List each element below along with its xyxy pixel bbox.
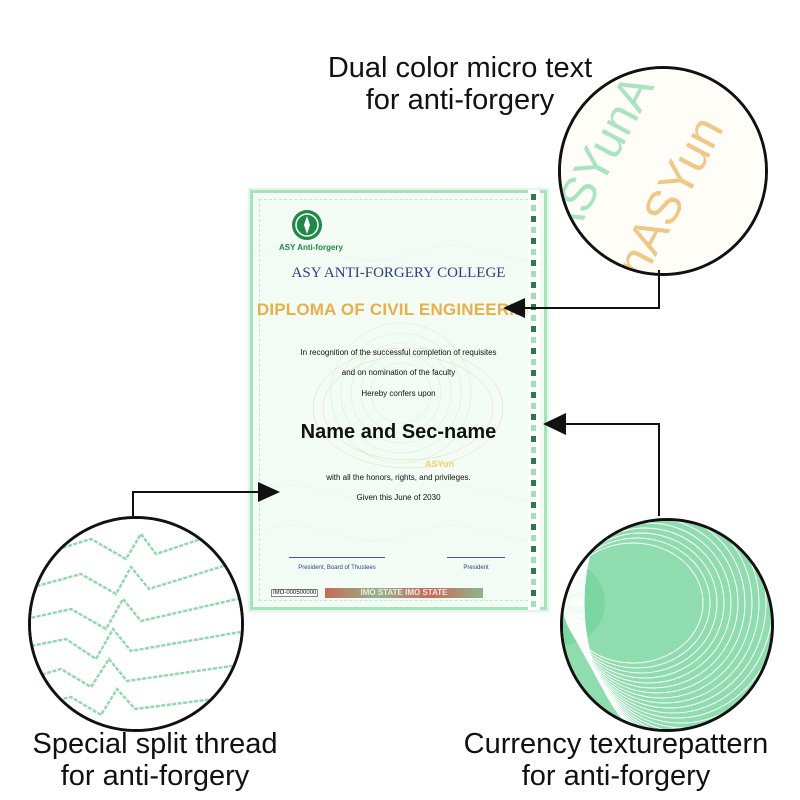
guilloche-background — [253, 245, 544, 541]
strip-mark — [531, 282, 536, 288]
strip-mark — [531, 436, 536, 442]
diploma-title: DIPLOMA OF CIVIL ENGINEERING — [256, 300, 541, 319]
micro-text-zoom: ASYunA nASYun — [558, 66, 768, 276]
recipient-name: Name and Sec-name — [300, 421, 497, 443]
split-thread-caption-line2: for anti-forgery — [60, 760, 250, 792]
texture-zoom-art — [563, 521, 771, 729]
arrow-micro-text — [503, 298, 525, 318]
split-thread-zoom — [28, 516, 244, 732]
brand-name: ASY Anti-forgery — [278, 243, 343, 252]
split-thread-zoom-art — [31, 519, 241, 729]
given-line: Given this June of 2030 — [356, 493, 441, 502]
signature-label-right: President — [463, 565, 489, 571]
strip-mark — [531, 403, 536, 409]
texture-ring — [563, 542, 704, 664]
serial-number: IMO-000500000 — [271, 589, 319, 597]
strip-mark — [531, 392, 536, 398]
strip-mark — [531, 601, 536, 607]
strip-mark — [531, 216, 536, 222]
texture-ring — [573, 521, 771, 719]
signature-line-left — [289, 557, 385, 558]
security-strip — [528, 190, 540, 610]
texture-ring — [569, 521, 753, 699]
micro-mark: ASYun — [425, 459, 455, 469]
strip-mark — [531, 249, 536, 255]
texture-ring — [572, 521, 771, 714]
texture-ring — [574, 521, 771, 724]
strip-mark — [531, 579, 536, 585]
strip-mark — [531, 205, 536, 211]
split-thread-caption-line1: Special split thread — [32, 728, 278, 760]
texture-ring — [577, 521, 771, 729]
texture-ring — [582, 521, 634, 729]
strip-mark — [531, 447, 536, 453]
strip-mark — [531, 469, 536, 475]
texture-ring — [583, 521, 632, 729]
texture-ring — [564, 532, 718, 674]
texture-ring — [568, 521, 746, 694]
strip-mark — [531, 260, 536, 266]
strip-mark — [531, 502, 536, 508]
micro-text-zoom-art: ASYunA nASYun — [561, 69, 765, 273]
strip-mark — [531, 425, 536, 431]
strip-mark — [531, 271, 536, 277]
strip-mark — [531, 359, 536, 365]
arrow-split-thread — [258, 482, 280, 502]
brand-logo-icon — [292, 210, 322, 240]
strip-mark — [531, 315, 536, 321]
strip-mark — [531, 546, 536, 552]
texture-ring — [571, 521, 767, 709]
texture-caption-line2: for anti-forgery — [521, 760, 711, 792]
strip-mark — [531, 513, 536, 519]
strip-mark — [531, 227, 536, 233]
strip-mark — [531, 568, 536, 574]
signature-line-right — [447, 557, 505, 558]
texture-ring — [565, 527, 725, 679]
college-name: ASY ANTI-FORGERY COLLEGE — [291, 265, 506, 281]
strip-mark — [531, 370, 536, 376]
strip-mark — [531, 535, 536, 541]
diploma-certificate: ASY Anti-forgery ASY ANTI-FORGERY COLLEG… — [250, 190, 547, 610]
strip-mark — [531, 458, 536, 464]
confers-line: Hereby confers upon — [361, 389, 436, 398]
texture-ring — [578, 521, 771, 729]
recognition-line: In recognition of the successful complet… — [300, 348, 497, 357]
split-thread-caption: Special split thread for anti-forgery — [0, 728, 310, 792]
strip-mark — [531, 491, 536, 497]
strip-mark — [531, 326, 536, 332]
texture-ring — [579, 521, 771, 729]
micro-text-caption-line1: Dual color micro text — [327, 52, 593, 84]
texture-ring — [570, 521, 760, 704]
honors-line: with all the honors, rights, and privile… — [326, 473, 471, 482]
stamp-strip: IMO STATE IMO STATE — [325, 588, 483, 598]
texture-ring — [567, 521, 739, 689]
texture-ring — [566, 522, 732, 684]
texture-caption-line1: Currency texturepattern — [463, 728, 769, 760]
arrow-texture — [543, 413, 566, 435]
strip-mark — [531, 590, 536, 596]
strip-mark — [531, 238, 536, 244]
texture-ring — [580, 521, 639, 729]
strip-mark — [531, 381, 536, 387]
strip-mark — [531, 293, 536, 299]
stamp-text: IMO STATE IMO STATE — [360, 588, 448, 597]
texture-ring — [576, 521, 771, 729]
strip-mark — [531, 480, 536, 486]
strip-mark — [531, 557, 536, 563]
strip-mark — [531, 194, 536, 200]
micro-text-caption: Dual color micro text for anti-forgery — [290, 52, 630, 116]
strip-mark — [531, 348, 536, 354]
nomination-line: and on nomination of the faculty — [341, 368, 456, 377]
strip-mark — [531, 337, 536, 343]
strip-mark — [531, 524, 536, 530]
signature-label-left: President, Board of Thustees — [298, 565, 376, 571]
texture-zoom — [560, 518, 774, 732]
texture-ring — [581, 521, 636, 729]
micro-text-caption-line2: for anti-forgery — [365, 84, 555, 116]
strip-mark — [531, 414, 536, 420]
texture-caption: Currency texturepattern for anti-forgery — [440, 728, 792, 792]
